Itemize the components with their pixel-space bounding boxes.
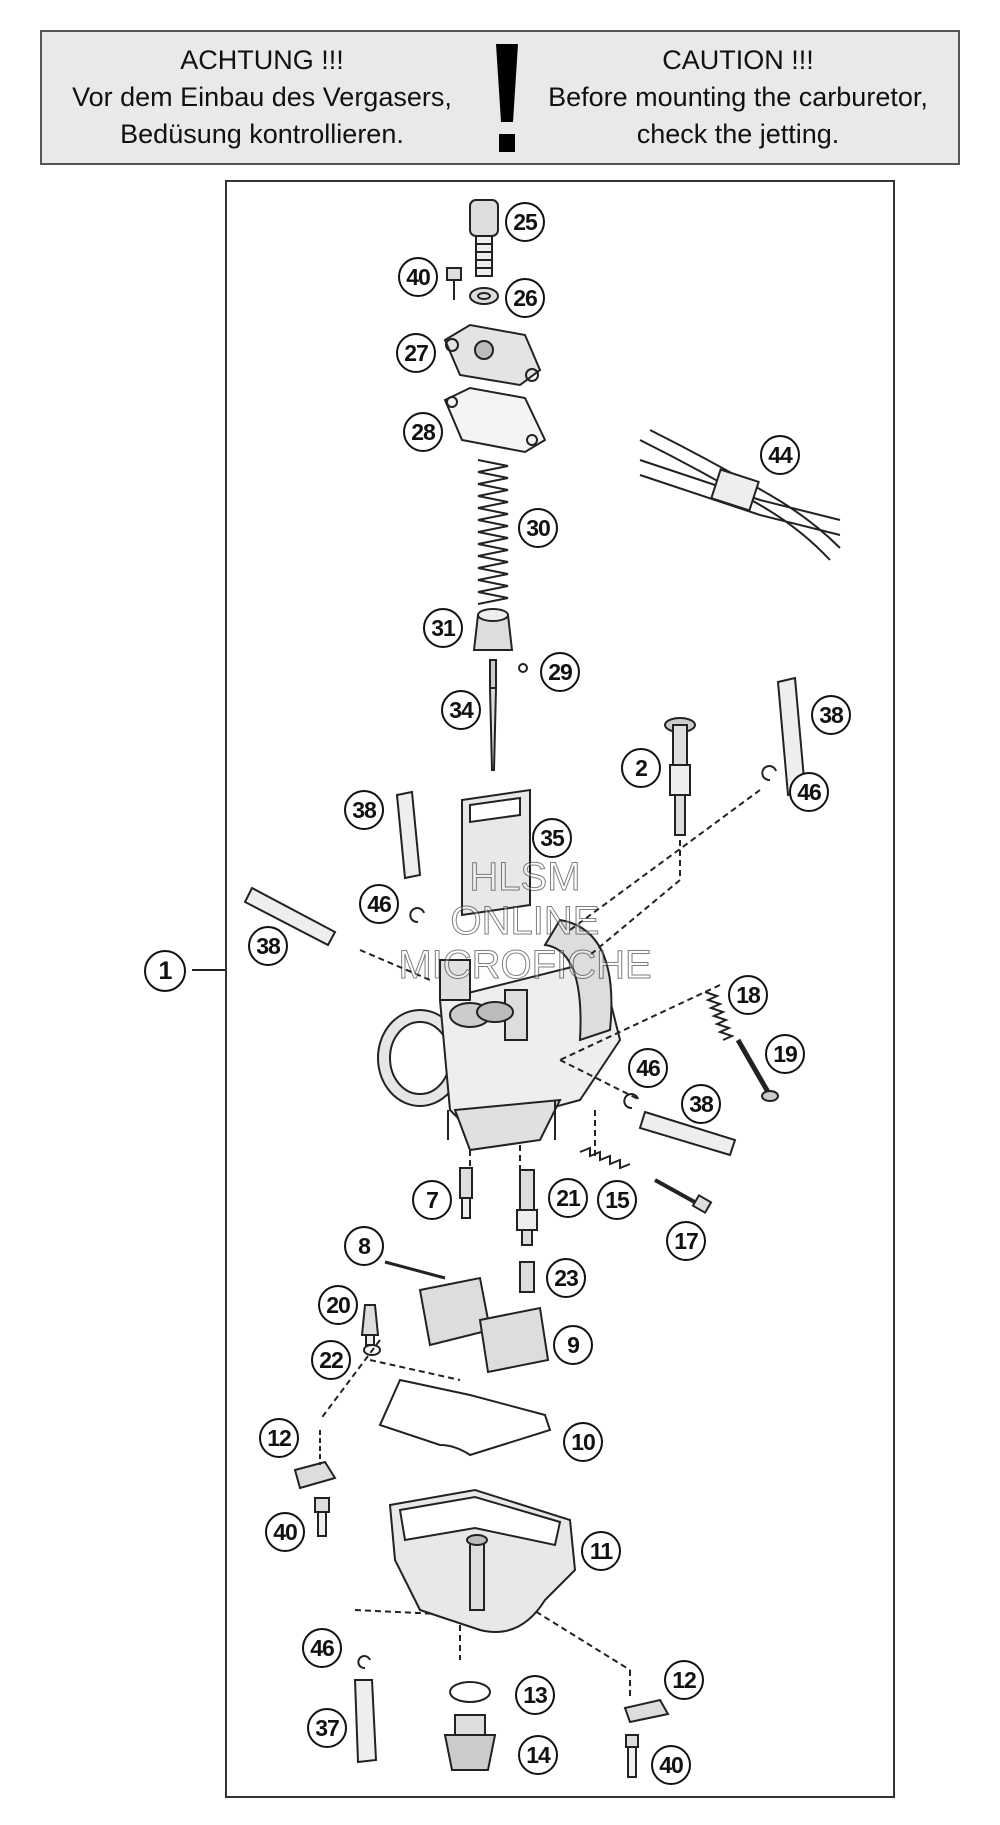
callout-38: 38 (344, 790, 384, 830)
callout-46: 46 (628, 1048, 668, 1088)
callout-25: 25 (505, 202, 545, 242)
hose-clip-44 (639, 429, 841, 561)
float-needle-20 (360, 1304, 380, 1346)
callout-31: 31 (423, 608, 463, 648)
callout-40: 40 (265, 1512, 305, 1552)
callout-40: 40 (398, 257, 438, 297)
circlip-46-c (623, 1093, 639, 1110)
o-ring-13 (449, 1681, 491, 1703)
callout-34: 34 (441, 690, 481, 730)
callout-38: 38 (248, 926, 288, 966)
bolt-40-top (446, 267, 462, 300)
callout-46: 46 (789, 772, 829, 812)
callout-46: 46 (302, 1628, 342, 1668)
clip-22 (363, 1344, 381, 1356)
circlip-46-b (409, 907, 425, 924)
callout-46: 46 (359, 884, 399, 924)
float-pin-8 (384, 1260, 446, 1280)
callout-15: 15 (597, 1180, 637, 1220)
callout-21: 21 (548, 1178, 588, 1218)
callout-30: 30 (518, 508, 558, 548)
callout-2: 2 (621, 748, 661, 788)
callout-7: 7 (412, 1180, 452, 1220)
bracket-12-left (293, 1430, 337, 1490)
callout-37: 37 (307, 1708, 347, 1748)
german-warning-line1: Vor dem Einbau des Vergasers, (72, 82, 452, 112)
callout-17: 17 (666, 1221, 706, 1261)
choke-plunger-2 (664, 717, 696, 880)
callout-9: 9 (553, 1325, 593, 1365)
german-warning-line2: Bedüsung kontrollieren. (120, 119, 404, 149)
callout-19: 19 (765, 1034, 805, 1074)
diagram-frame (225, 180, 895, 1798)
jet-needle-34 (488, 659, 498, 771)
english-warning: CAUTION !!! Before mounting the carburet… (518, 42, 958, 153)
callout-23: 23 (546, 1258, 586, 1298)
spring-18 (704, 991, 735, 1041)
needle-holder-31 (472, 608, 514, 651)
callout-38: 38 (681, 1084, 721, 1124)
throttle-slide-35 (461, 788, 531, 917)
hose-37 (353, 1679, 378, 1764)
assembly-leader-lines (319, 789, 761, 1700)
callout-29: 29 (540, 652, 580, 692)
callout-44: 44 (760, 435, 800, 475)
float-bowl-gasket-10 (378, 1378, 552, 1457)
callout-10: 10 (563, 1422, 603, 1462)
gasket-28 (443, 386, 547, 454)
nut-26 (469, 287, 499, 305)
callout-35: 35 (532, 818, 572, 858)
callout-22: 22 (311, 1340, 351, 1380)
callout-11: 11 (581, 1531, 621, 1571)
clip-29 (518, 663, 528, 673)
bolt-40-left (314, 1497, 330, 1537)
circlip-46-d (357, 1655, 371, 1670)
drain-plug-14 (443, 1714, 497, 1771)
carburetor-body (377, 918, 622, 1152)
cover-cap-27 (443, 323, 542, 387)
jet-7 (459, 1167, 473, 1219)
english-warning-line1: Before mounting the carburetor, (548, 82, 928, 112)
screw-17 (654, 1178, 713, 1215)
callout-38: 38 (811, 695, 851, 735)
circlip-46-a (761, 765, 777, 782)
hose-38-lower-right (638, 1110, 737, 1157)
english-warning-title: CAUTION !!! (662, 45, 814, 75)
callout-13: 13 (515, 1675, 555, 1715)
hose-38-far-left (243, 886, 337, 947)
float-9 (418, 1276, 550, 1374)
callout-27: 27 (396, 333, 436, 373)
callout-40: 40 (651, 1745, 691, 1785)
german-warning: ACHTUNG !!! Vor dem Einbau des Vergasers… (42, 42, 482, 153)
german-warning-title: ACHTUNG !!! (180, 45, 344, 75)
spring-30 (477, 459, 509, 605)
float-bowl-11 (388, 1488, 577, 1633)
callout-12: 12 (259, 1418, 299, 1458)
callout-28: 28 (403, 412, 443, 452)
bolt-40-right (625, 1734, 639, 1778)
callout-20: 20 (318, 1285, 358, 1325)
exclamation-icon (496, 44, 518, 152)
callout-26: 26 (505, 278, 545, 318)
callout-14: 14 (518, 1735, 558, 1775)
callout-18: 18 (728, 975, 768, 1015)
caution-banner: ACHTUNG !!! Vor dem Einbau des Vergasers… (40, 30, 960, 165)
english-warning-line2: check the jetting. (636, 119, 840, 149)
screw-19 (735, 1038, 779, 1102)
callout-12: 12 (664, 1660, 704, 1700)
hose-38-left (395, 790, 422, 880)
bracket-12-right (623, 1698, 670, 1724)
callout-8: 8 (344, 1226, 384, 1266)
needle-jet-21 (516, 1169, 538, 1246)
adjuster-screw-25 (469, 199, 499, 277)
jet-23 (519, 1261, 535, 1293)
callout-1: 1 (144, 950, 186, 992)
spring-15 (579, 1146, 631, 1170)
